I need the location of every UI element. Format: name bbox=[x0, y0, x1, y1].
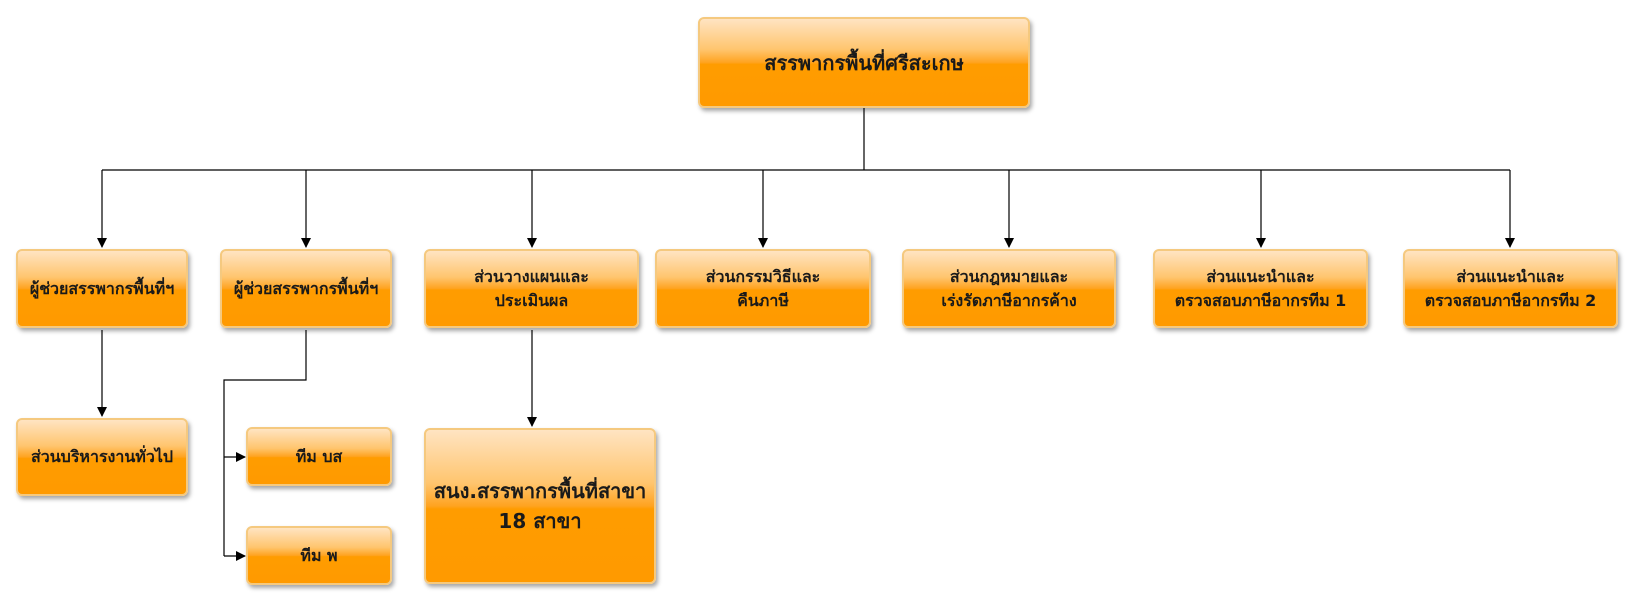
node-label-line2: เร่งรัดภาษีอากรค้าง bbox=[941, 290, 1077, 310]
node-label-line1: ส่วนกรรมวิธีและ bbox=[705, 266, 821, 286]
node-processing[interactable]: ส่วนกรรมวิธีและ คืนภาษี bbox=[655, 249, 871, 328]
node-label: ทีม พ bbox=[300, 545, 338, 565]
root-label: สรรพากรพื้นที่ศรีสะเกษ bbox=[764, 50, 964, 75]
root-node[interactable]: สรรพากรพื้นที่ศรีสะเกษ bbox=[698, 17, 1030, 108]
node-team-bs[interactable]: ทีม บส bbox=[246, 427, 392, 486]
node-label: ผู้ช่วยสรรพากรพื้นที่ฯ bbox=[233, 278, 379, 298]
node-audit-team-2[interactable]: ส่วนแนะนำและ ตรวจสอบภาษีอากรทีม 2 bbox=[1403, 249, 1618, 328]
node-audit-team-1[interactable]: ส่วนแนะนำและ ตรวจสอบภาษีอากรทีม 1 bbox=[1153, 249, 1368, 328]
node-branch-offices[interactable]: สนง.สรรพากรพื้นที่สาขา 18 สาขา bbox=[424, 428, 656, 584]
node-label: ทีม บส bbox=[295, 446, 343, 466]
node-label: ผู้ช่วยสรรพากรพื้นที่ฯ bbox=[29, 278, 175, 298]
node-label-line2: ตรวจสอบภาษีอากรทีม 1 bbox=[1174, 290, 1347, 310]
node-assistant-1[interactable]: ผู้ช่วยสรรพากรพื้นที่ฯ bbox=[16, 249, 188, 328]
node-general-admin[interactable]: ส่วนบริหารงานทั่วไป bbox=[16, 418, 188, 496]
node-planning[interactable]: ส่วนวางแผนและ ประเมินผล bbox=[424, 249, 639, 328]
node-label: ส่วนบริหารงานทั่วไป bbox=[30, 447, 174, 466]
node-assistant-2[interactable]: ผู้ช่วยสรรพากรพื้นที่ฯ bbox=[220, 249, 392, 328]
node-label-line2: ประเมินผล bbox=[494, 290, 569, 310]
node-label-line2: ตรวจสอบภาษีอากรทีม 2 bbox=[1424, 290, 1597, 310]
node-label-line2: คืนภาษี bbox=[737, 290, 789, 310]
node-label-line1: ส่วนแนะนำและ bbox=[1206, 266, 1315, 286]
node-label-line1: ส่วนวางแผนและ bbox=[474, 266, 589, 286]
node-label-line1: สนง.สรรพากรพื้นที่สาขา bbox=[433, 479, 647, 503]
node-label-line1: ส่วนแนะนำและ bbox=[1456, 266, 1565, 286]
connector-assistant2-down bbox=[223, 330, 307, 556]
node-label-line1: ส่วนกฎหมายและ bbox=[949, 266, 1069, 286]
node-team-p[interactable]: ทีม พ bbox=[246, 526, 392, 585]
node-legal[interactable]: ส่วนกฎหมายและ เร่งรัดภาษีอากรค้าง bbox=[902, 249, 1116, 328]
node-label-line2: 18 สาขา bbox=[498, 509, 582, 533]
